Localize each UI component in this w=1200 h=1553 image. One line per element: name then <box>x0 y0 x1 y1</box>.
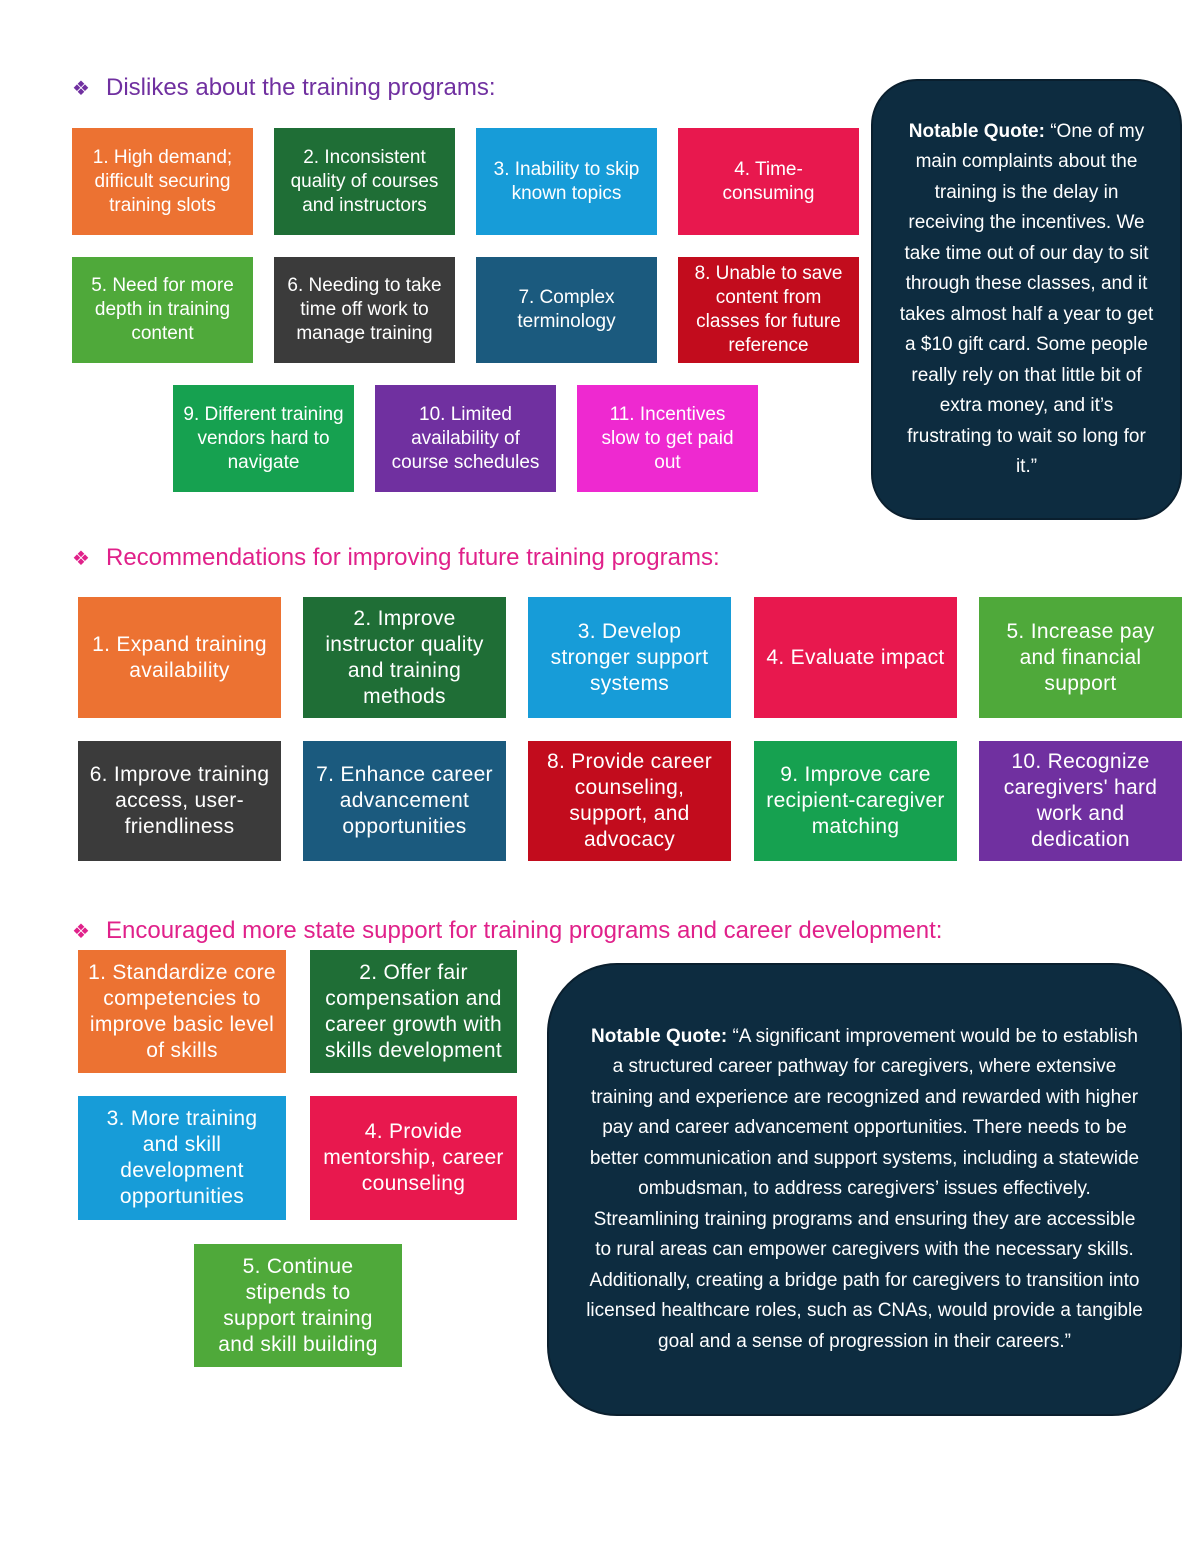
dislike-tile: 7. Complex terminology <box>476 257 657 363</box>
recommendation-tile: 7. Enhance career advancement opportunit… <box>303 741 506 861</box>
dislike-tile: 1. High demand; difficult securing train… <box>72 128 253 235</box>
dislike-tile: 8. Unable to save content from classes f… <box>678 257 859 363</box>
quote-label: Notable Quote: <box>591 1025 728 1047</box>
recommendation-tile: 8. Provide career counseling, support, a… <box>528 741 731 861</box>
dislike-tile: 11. Incentives slow to get paid out <box>577 385 758 492</box>
section-heading-dislikes: ❖ Dislikes about the training programs: <box>72 73 496 104</box>
dislike-tile: 10. Limited availability of course sched… <box>375 385 556 492</box>
recommendation-tile: 3. Develop stronger support systems <box>528 597 731 718</box>
section-heading-recommendations: ❖ Recommendations for improving future tr… <box>72 543 720 574</box>
dislike-tile: 9. Different training vendors hard to na… <box>173 385 354 492</box>
recommendation-tile: 2. Improve instructor quality and traini… <box>303 597 506 718</box>
dislike-tile: 4. Time-consuming <box>678 128 859 235</box>
recommendation-tile: 5. Increase pay and financial support <box>979 597 1182 718</box>
state-support-tile: 5. Continue stipends to support training… <box>194 1244 402 1367</box>
heading-text: Encouraged more state support for traini… <box>106 917 943 944</box>
recommendation-tile: 1. Expand training availability <box>78 597 281 718</box>
heading-text: Dislikes about the training programs: <box>106 74 496 101</box>
notable-quote-dislikes: Notable Quote: “One of my main complaint… <box>871 79 1182 520</box>
state-support-tile: 4. Provide mentorship, career counseling <box>310 1096 517 1220</box>
state-support-tile: 1. Standardize core competencies to impr… <box>78 950 286 1073</box>
dislike-tile: 6. Needing to take time off work to mana… <box>274 257 455 363</box>
recommendation-tile: 4. Evaluate impact <box>754 597 957 718</box>
quote-text: “A significant improvement would be to e… <box>586 1025 1143 1352</box>
diamond-bullet-icon: ❖ <box>72 548 90 570</box>
recommendation-tile: 10. Recognize caregivers' hard work and … <box>979 741 1182 861</box>
dislike-tile: 3. Inability to skip known topics <box>476 128 657 235</box>
recommendation-tile: 9. Improve care recipient-caregiver matc… <box>754 741 957 861</box>
state-support-tile: 2. Offer fair compensation and career gr… <box>310 950 517 1073</box>
dislike-tile: 5. Need for more depth in training conte… <box>72 257 253 363</box>
section-heading-state-support: ❖ Encouraged more state support for train… <box>72 916 942 947</box>
diamond-bullet-icon: ❖ <box>72 921 90 943</box>
state-support-tile: 3. More training and skill development o… <box>78 1096 286 1220</box>
diamond-bullet-icon: ❖ <box>72 78 90 100</box>
quote-text: “One of my main complaints about the tra… <box>899 120 1154 478</box>
quote-label: Notable Quote: <box>908 120 1045 142</box>
heading-text: Recommendations for improving future tra… <box>106 544 720 571</box>
recommendation-tile: 6. Improve training access, user-friendl… <box>78 741 281 861</box>
dislike-tile: 2. Inconsistent quality of courses and i… <box>274 128 455 235</box>
notable-quote-state-support: Notable Quote: “A significant improvemen… <box>547 963 1182 1416</box>
